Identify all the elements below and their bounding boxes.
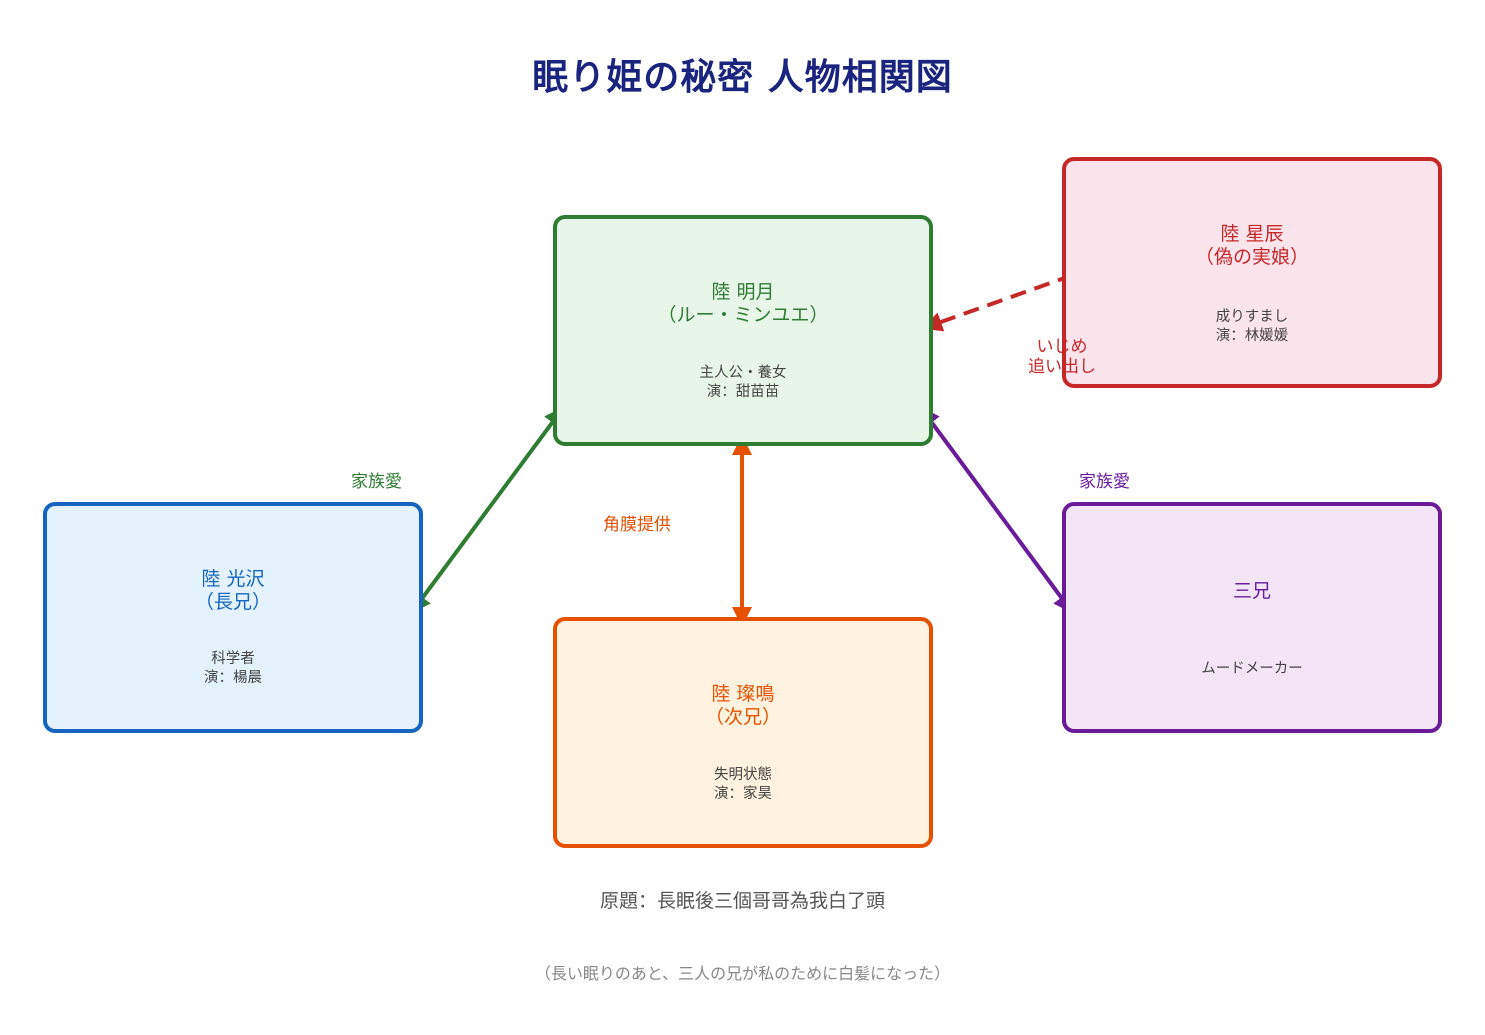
node-description: 主人公・養女 演：甜苗苗 [699, 365, 787, 400]
node-lu-mingyue: 陸 明月 （ルー・ミンユエ） 主人公・養女 演：甜苗苗 [553, 215, 933, 446]
node-third-brother: 三兄 ムードメーカー [1062, 502, 1442, 733]
node-description: ムードメーカー [1201, 661, 1303, 677]
edge-family-love-right [919, 406, 1074, 614]
node-name: 陸 光沢 （長兄） [194, 568, 271, 613]
original-title: 原題：長眠後三個哥哥為我白了頭 [599, 890, 885, 912]
title-translation: （長い眠りのあと、三人の兄が私のために白髪になった） [534, 964, 951, 983]
node-name: 陸 明月 （ルー・ミンユエ） [657, 281, 829, 326]
edge-label-bullying: いじめ 追い出し [1028, 337, 1096, 377]
node-description: 成りすまし 演：林媛媛 [1215, 309, 1289, 344]
node-name: 陸 星辰 （偽の実娘） [1194, 223, 1309, 268]
node-lu-xingchen: 陸 星辰 （偽の実娘） 成りすまし 演：林媛媛 [1062, 157, 1442, 388]
edge-bullying [922, 273, 1074, 332]
diagram-title: 眠り姫の秘密 人物相関図 [532, 57, 953, 98]
edge-label-cornea-donation: 角膜提供 [603, 515, 671, 535]
node-description: 失明状態 演：家昊 [714, 767, 772, 802]
edge-label-family-love-right: 家族愛 [1079, 472, 1130, 492]
edge-label-family-love-left: 家族愛 [351, 472, 402, 492]
edge-family-love-left [410, 406, 565, 614]
node-lu-canming: 陸 璨鳴 （次兄） 失明状態 演：家昊 [553, 617, 933, 848]
node-description: 科学者 演：楊晨 [204, 651, 262, 686]
node-name: 三兄 [1232, 580, 1271, 602]
node-lu-guangze: 陸 光沢 （長兄） 科学者 演：楊晨 [43, 502, 423, 733]
node-name: 陸 璨鳴 （次兄） [704, 683, 781, 728]
